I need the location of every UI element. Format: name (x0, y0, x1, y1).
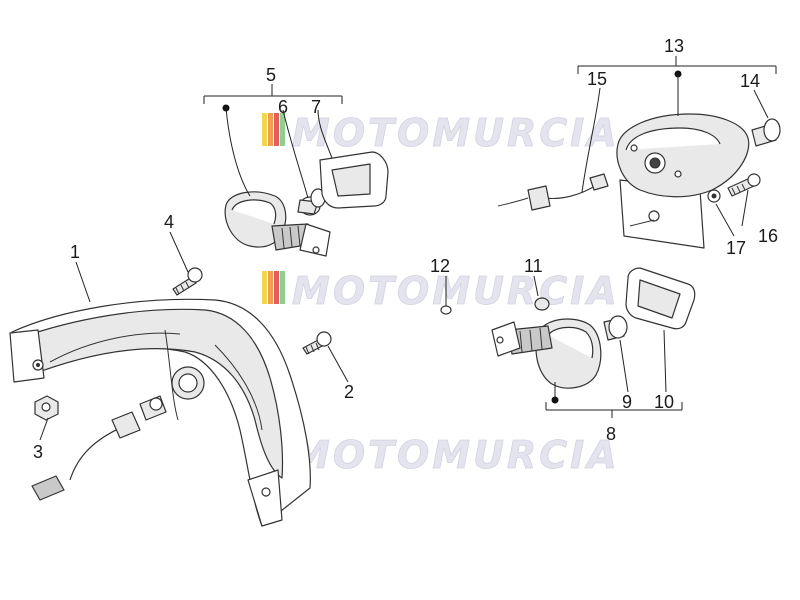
turn-signal-right (440, 267, 696, 389)
screw-part-4 (172, 267, 203, 296)
watermark-text: MOTOMURCIA (292, 269, 620, 313)
turn-signal-left (224, 151, 389, 257)
leader-lines (39, 56, 777, 441)
callout-4: 4 (164, 212, 174, 232)
callout-8: 8 (606, 424, 616, 444)
callout-15: 15 (587, 69, 607, 89)
screw-part-2 (302, 331, 332, 355)
watermark-middle: MOTOMURCIA (262, 269, 620, 313)
watermark-text: MOTOMURCIA (292, 433, 620, 477)
watermark-text: MOTOMURCIA (292, 111, 620, 155)
wiring-harness (31, 395, 167, 501)
license-plate-light (497, 113, 781, 249)
tail-light-housing (9, 298, 311, 527)
nut-part-3 (34, 395, 59, 421)
callout-16: 16 (758, 226, 778, 246)
callout-9: 9 (622, 392, 632, 412)
callout-14: 14 (740, 71, 760, 91)
watermark-top: MOTOMURCIA (262, 111, 620, 155)
callout-12: 12 (430, 256, 450, 276)
callout-10: 10 (654, 392, 674, 412)
callout-5: 5 (266, 65, 276, 85)
callout-7: 7 (311, 97, 321, 117)
callout-6: 6 (278, 97, 288, 117)
callout-11: 11 (524, 256, 543, 276)
watermark-bottom: MOTOMURCIA (262, 433, 620, 477)
callout-13: 13 (664, 36, 684, 56)
callout-1: 1 (70, 242, 80, 262)
callout-3: 3 (33, 442, 43, 462)
callout-17: 17 (726, 238, 746, 258)
callout-numbers: 1 2 3 4 5 6 7 8 9 10 11 12 13 14 15 16 1… (33, 36, 778, 462)
callout-2: 2 (344, 382, 354, 402)
